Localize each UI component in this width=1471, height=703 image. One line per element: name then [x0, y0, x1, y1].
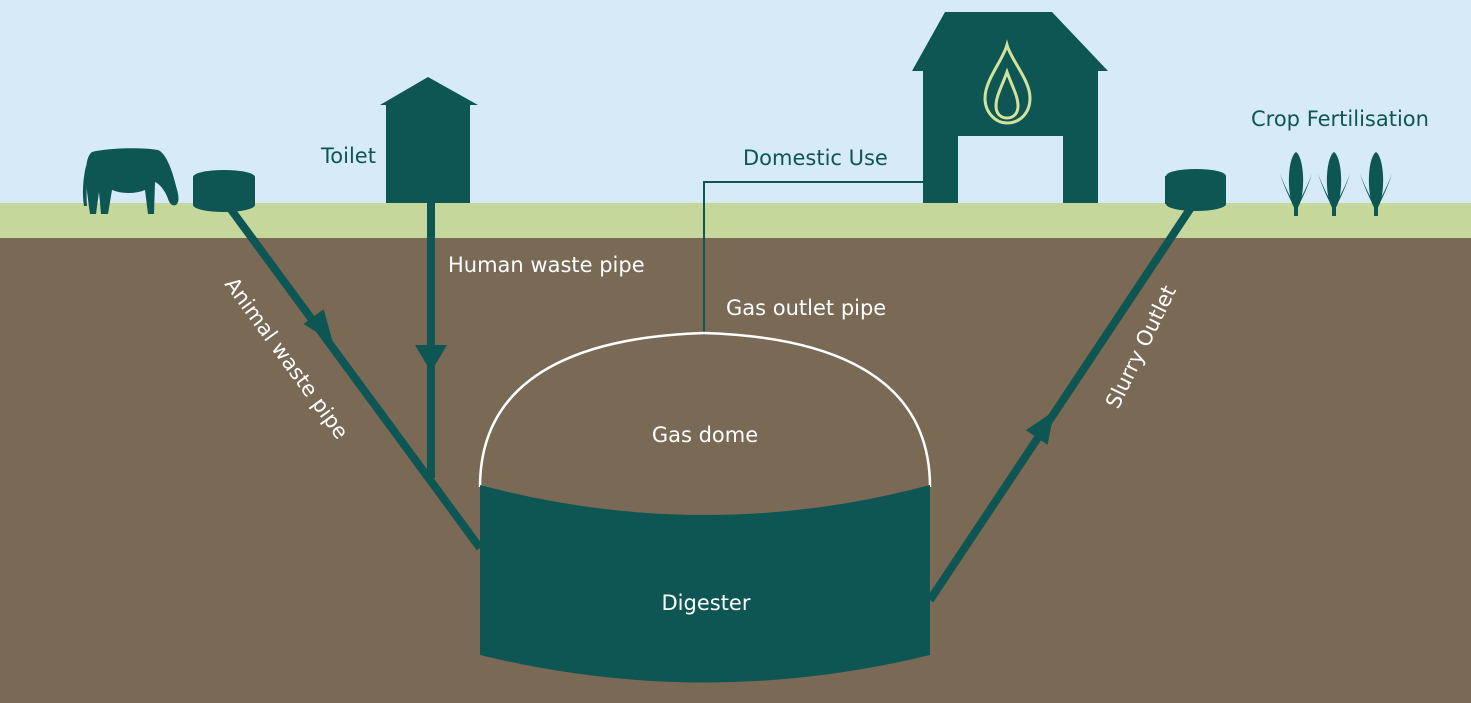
animal-waste-pipe	[220, 197, 484, 551]
crop-fertilisation-label: Crop Fertilisation	[1251, 107, 1429, 131]
human-waste-pipe-label: Human waste pipe	[448, 253, 645, 277]
digester-tank	[480, 485, 930, 683]
gas-dome	[478, 331, 932, 488]
gas-outlet-pipe-line	[703, 181, 924, 335]
gas-dome-label: Gas dome	[652, 423, 758, 447]
animal-waste-pipe-arrow	[303, 309, 333, 343]
slurry-outlet-pipe	[926, 197, 1200, 603]
toilet-label: Toilet	[320, 144, 376, 168]
animal-inlet-tank	[193, 170, 255, 212]
corn-icon	[1280, 152, 1312, 216]
corn-icon	[1318, 152, 1350, 216]
domestic-use-label: Domestic Use	[743, 146, 888, 170]
slurry-outlet-pipe-arrow	[1025, 410, 1055, 445]
digester-label: Digester	[662, 591, 751, 615]
human-waste-pipe-arrow	[415, 345, 447, 372]
sky	[0, 0, 1471, 205]
flame-icon	[983, 39, 1032, 125]
corn-icon	[1360, 152, 1392, 216]
gas-outlet-pipe-label: Gas outlet pipe	[726, 296, 886, 320]
toilet-house-icon	[380, 77, 478, 203]
cow-icon	[82, 148, 179, 214]
slurry-outlet-tank	[1165, 169, 1226, 211]
flame-inner-icon	[994, 67, 1020, 120]
house-icon	[912, 12, 1108, 203]
